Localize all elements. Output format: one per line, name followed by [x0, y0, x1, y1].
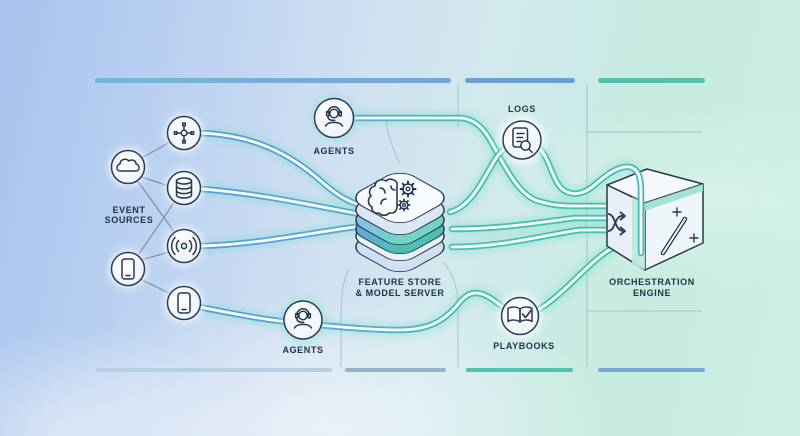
- node-signal: [166, 228, 202, 264]
- node-logs: [502, 120, 542, 160]
- agents-bottom-label: AGENTS: [282, 345, 324, 355]
- hub-icon: [173, 122, 195, 144]
- node-database: [166, 170, 202, 206]
- node-phone-left: [110, 251, 146, 287]
- feature-store-label: FEATURE STORE & MODEL SERVER: [355, 277, 445, 298]
- event-tree-lines: [136, 141, 176, 294]
- gears-icon: [397, 180, 417, 212]
- bottom-accent-bar-right: [598, 368, 705, 372]
- agents-top-label: AGENTS: [313, 146, 355, 156]
- orchestration-engine-label: ORCHESTRATION ENGINE: [609, 277, 695, 298]
- node-agents-bottom: [283, 300, 323, 340]
- playbooks-label: PLAYBOOKS: [493, 341, 555, 351]
- node-agents-top: [313, 97, 355, 139]
- signal-icon: [170, 236, 198, 256]
- cloud-icon: [116, 158, 140, 172]
- top-accent-bar-right: [598, 78, 705, 83]
- node-hub: [166, 115, 202, 151]
- top-accent-bar-mid: [465, 78, 575, 83]
- node-cloud: [110, 149, 146, 185]
- shuffle-arrows-icon: [607, 211, 626, 236]
- node-playbooks: [500, 296, 540, 336]
- event-sources-label: EVENT SOURCES: [104, 205, 154, 225]
- node-phone-bottom: [166, 285, 202, 321]
- nodes: [109, 95, 545, 343]
- top-accent-bar-left: [95, 78, 451, 83]
- logs-document-icon: [512, 127, 533, 154]
- bottom-accent-bar-left: [96, 368, 332, 372]
- playbook-book-icon: [507, 306, 533, 323]
- logs-label: LOGS: [508, 104, 536, 114]
- brain-icon: [367, 178, 398, 217]
- magic-wand-icon: [660, 207, 699, 256]
- database-icon: [175, 177, 193, 199]
- bottom-accent-bar-midright: [466, 368, 573, 372]
- bottom-accent-bar-midleft: [345, 368, 446, 372]
- orchestration-cube: [606, 168, 704, 271]
- feature-store-stack: [355, 172, 445, 273]
